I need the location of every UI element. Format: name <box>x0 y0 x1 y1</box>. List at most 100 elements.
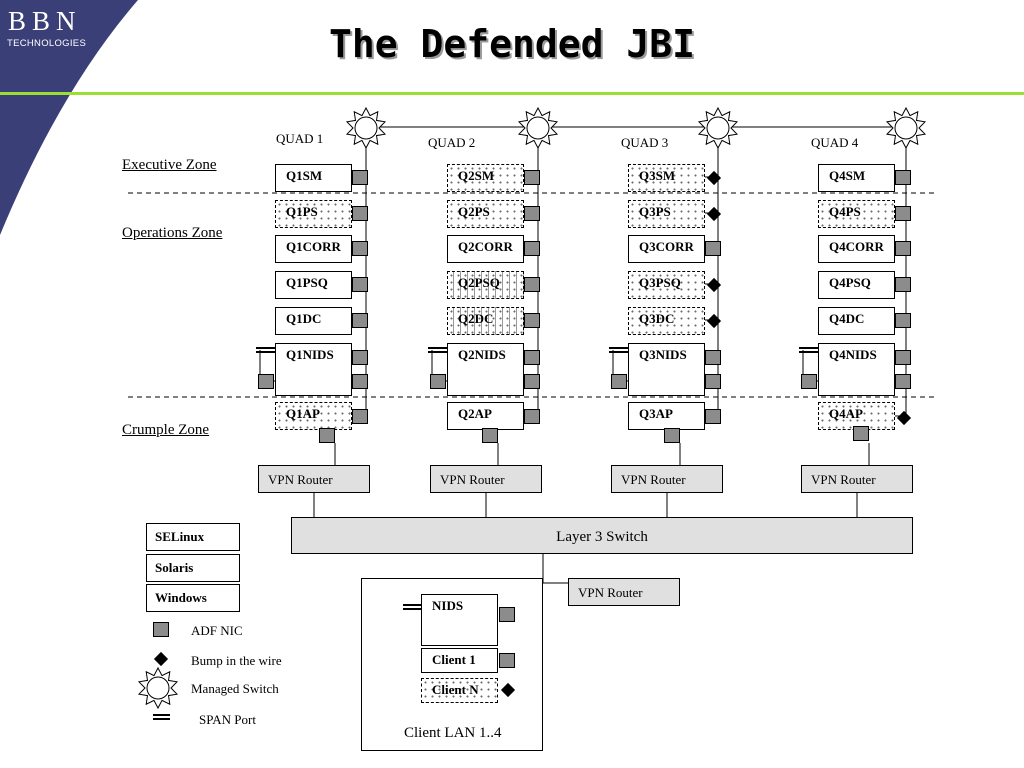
adf-nic-icon <box>524 277 540 292</box>
legend-adf-nic-icon <box>153 622 169 637</box>
q2-dc-host: Q2DC <box>447 307 524 335</box>
q2-psq-host: Q2PSQ <box>447 271 524 299</box>
legend-span-port-icon <box>153 714 170 720</box>
adf-nic-icon <box>524 170 540 185</box>
legend-windows: Windows <box>146 584 240 612</box>
q3-sm-host: Q3SM <box>628 164 705 192</box>
span-port-icon <box>403 604 421 610</box>
q1-ps-host: Q1PS <box>275 200 352 228</box>
adf-nic-icon <box>352 350 368 365</box>
quad-label-1: QUAD 1 <box>276 131 324 146</box>
client-1-host: Client 1 <box>421 648 498 673</box>
q4-ap-host: Q4AP <box>818 402 895 430</box>
q3-psq-host: Q3PSQ <box>628 271 705 299</box>
q3-nids-host: Q3NIDS <box>628 343 705 396</box>
q2-ps-host: Q2PS <box>447 200 524 228</box>
adf-nic-icon <box>352 409 368 424</box>
managed-switch-icon <box>345 106 387 150</box>
q2-corr-host: Q2CORR <box>447 235 524 263</box>
adf-nic-icon <box>352 206 368 221</box>
q1-nids-host: Q1NIDS <box>275 343 352 396</box>
q1-vpn-router: VPN Router <box>258 465 370 493</box>
managed-switch-icon <box>697 106 739 150</box>
q1-corr-host: Q1CORR <box>275 235 352 263</box>
q1-sm-host: Q1SM <box>275 164 352 192</box>
adf-nic-icon <box>895 170 911 185</box>
adf-nic-icon <box>611 374 627 389</box>
adf-nic-icon <box>352 241 368 256</box>
quad-label-2: QUAD 2 <box>428 135 476 150</box>
q4-vpn-router: VPN Router <box>801 465 913 493</box>
q3-corr-host: Q3CORR <box>628 235 705 263</box>
q3-ps-host: Q3PS <box>628 200 705 228</box>
zone-label-operations: Operations Zone <box>122 225 223 241</box>
q3-ap-host: Q3AP <box>628 402 705 430</box>
span-port-icon <box>256 347 275 353</box>
legend-managed-switch-icon <box>137 666 179 710</box>
adf-nic-icon <box>319 428 335 443</box>
client-vpn-router: VPN Router <box>568 578 680 606</box>
adf-nic-icon <box>352 170 368 185</box>
legend-managed-switch-label: Managed Switch <box>191 681 279 696</box>
adf-nic-icon <box>524 313 540 328</box>
adf-nic-icon <box>482 428 498 443</box>
adf-nic-icon <box>430 374 446 389</box>
adf-nic-icon <box>524 409 540 424</box>
span-port-icon <box>609 347 628 353</box>
adf-nic-icon <box>664 428 680 443</box>
adf-nic-icon <box>705 241 721 256</box>
q4-psq-host: Q4PSQ <box>818 271 895 299</box>
span-port-icon <box>799 347 818 353</box>
q4-sm-host: Q4SM <box>818 164 895 192</box>
q4-ps-host: Q4PS <box>818 200 895 228</box>
adf-nic-icon <box>499 653 515 668</box>
adf-nic-icon <box>705 374 721 389</box>
zone-label-executive: Executive Zone <box>122 157 217 173</box>
legend-span-port-label: SPAN Port <box>199 712 256 727</box>
adf-nic-icon <box>524 241 540 256</box>
company-logo: BBN <box>8 6 82 36</box>
q4-nids-host: Q4NIDS <box>818 343 895 396</box>
adf-nic-icon <box>895 313 911 328</box>
span-port-icon <box>428 347 447 353</box>
q2-sm-host: Q2SM <box>447 164 524 192</box>
q3-vpn-router: VPN Router <box>611 465 723 493</box>
managed-switch-icon <box>885 106 927 150</box>
adf-nic-icon <box>705 350 721 365</box>
adf-nic-icon <box>524 206 540 221</box>
adf-nic-icon <box>705 409 721 424</box>
quad-label-4: QUAD 4 <box>811 135 859 150</box>
page-title: The Defended JBI <box>328 22 696 66</box>
q2-nids-host: Q2NIDS <box>447 343 524 396</box>
company-logo-sub: TECHNOLOGIES <box>7 38 87 49</box>
adf-nic-icon <box>853 426 869 441</box>
adf-nic-icon <box>352 374 368 389</box>
legend-adf-nic-label: ADF NIC <box>191 623 243 638</box>
adf-nic-icon <box>258 374 274 389</box>
legend-selinux: SELinux <box>146 523 240 551</box>
adf-nic-icon <box>352 277 368 292</box>
legend-solaris: Solaris <box>146 554 240 582</box>
q3-dc-host: Q3DC <box>628 307 705 335</box>
client-n-host: Client N <box>421 678 498 703</box>
quad-label-3: QUAD 3 <box>621 135 669 150</box>
zone-label-crumple: Crumple Zone <box>122 422 210 438</box>
legend-bump-label: Bump in the wire <box>191 653 282 668</box>
layer-3-switch: Layer 3 Switch <box>291 517 913 554</box>
adf-nic-icon <box>352 313 368 328</box>
q1-psq-host: Q1PSQ <box>275 271 352 299</box>
q1-ap-host: Q1AP <box>275 402 352 430</box>
adf-nic-icon <box>895 350 911 365</box>
q4-corr-host: Q4CORR <box>818 235 895 263</box>
adf-nic-icon <box>895 277 911 292</box>
adf-nic-icon <box>499 607 515 622</box>
q1-dc-host: Q1DC <box>275 307 352 335</box>
client-nids-host: NIDS <box>421 594 498 646</box>
corner-banner <box>0 0 138 235</box>
adf-nic-icon <box>524 374 540 389</box>
q2-ap-host: Q2AP <box>447 402 524 430</box>
q4-dc-host: Q4DC <box>818 307 895 335</box>
